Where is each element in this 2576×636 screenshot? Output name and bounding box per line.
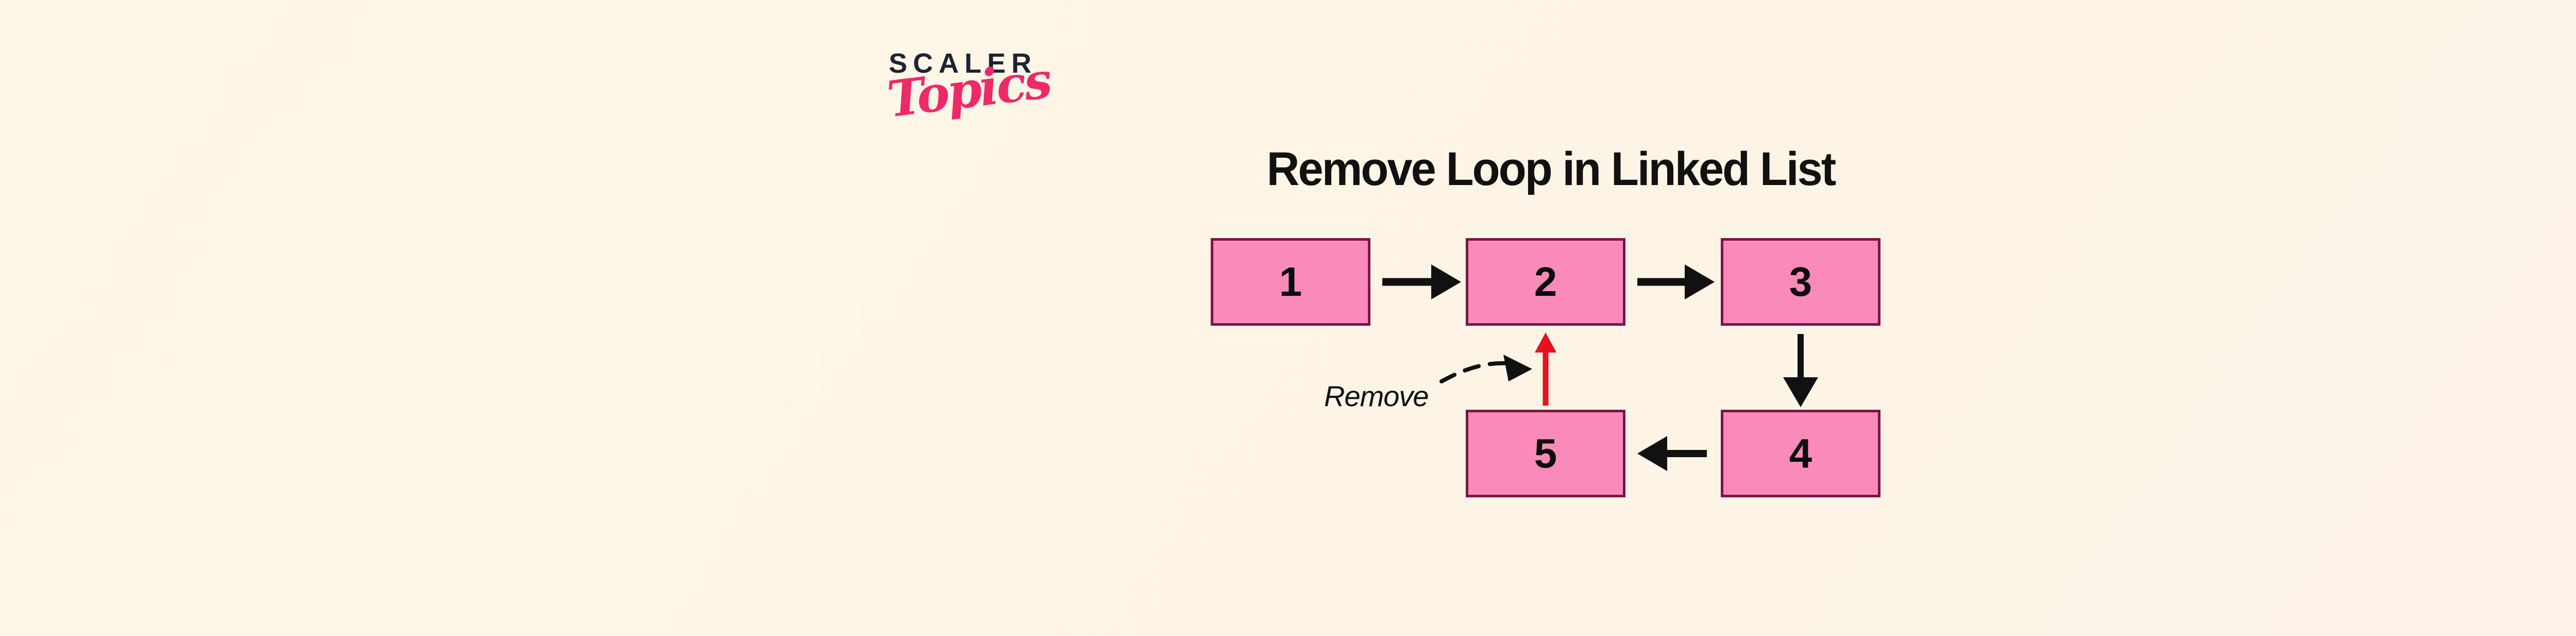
remove-annotation-label: Remove bbox=[1324, 380, 1429, 412]
arrow-4-to-5 bbox=[1637, 436, 1707, 471]
scaler-topics-logo: SCALER Topics bbox=[884, 48, 1053, 153]
node-4-label: 4 bbox=[1789, 430, 1812, 476]
node-5-label: 5 bbox=[1534, 430, 1557, 476]
node-5: 5 bbox=[1466, 410, 1625, 497]
node-2: 2 bbox=[1466, 238, 1625, 326]
node-3: 3 bbox=[1721, 238, 1880, 326]
arrow-3-to-4 bbox=[1783, 334, 1818, 407]
arrow-2-to-3 bbox=[1637, 264, 1715, 299]
red-loop-arrow-5-to-2 bbox=[1535, 332, 1556, 406]
dashed-remove-pointer-arrow bbox=[1439, 355, 1532, 383]
node-3-label: 3 bbox=[1789, 259, 1812, 305]
arrow-1-to-2 bbox=[1382, 264, 1461, 299]
node-4: 4 bbox=[1721, 410, 1880, 497]
node-2-label: 2 bbox=[1534, 259, 1557, 305]
node-1: 1 bbox=[1211, 238, 1370, 326]
node-1-label: 1 bbox=[1279, 259, 1302, 305]
diagram-title: Remove Loop in Linked List bbox=[1266, 143, 1837, 195]
logo-brand-text: SCALER bbox=[889, 48, 1038, 79]
